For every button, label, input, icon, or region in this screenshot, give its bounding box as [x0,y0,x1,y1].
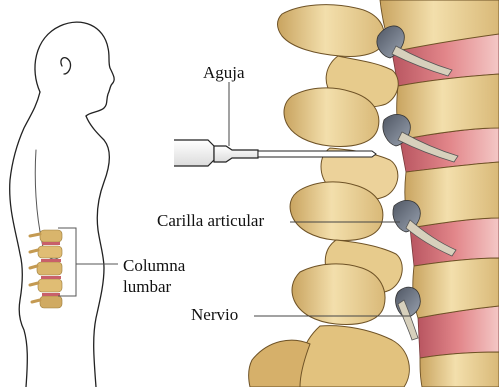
spinous-process-1 [278,5,385,57]
small-lumbar-spine [30,230,62,308]
sacral-base [249,340,310,387]
syringe-hub [174,140,214,166]
needle-connector [214,146,258,162]
human-figure [10,22,114,387]
front-outline [86,116,109,387]
needle-label: Aguja [203,63,245,82]
spinous-process-3 [290,182,383,241]
head-outline [35,22,114,116]
lumbar-label-line1: Columna [123,256,186,275]
spinous-process-4 [292,264,385,325]
facet-label: Carilla articular [157,211,264,230]
vertebral-body-5 [420,352,499,387]
large-spine-illustration [249,0,499,387]
back-outline [10,92,40,387]
lamina-4 [299,326,410,387]
ear-outline [61,58,71,74]
needle-shaft [258,151,376,157]
lumbar-label-line2: lumbar [123,277,171,296]
nerve-label: Nervio [191,305,238,324]
